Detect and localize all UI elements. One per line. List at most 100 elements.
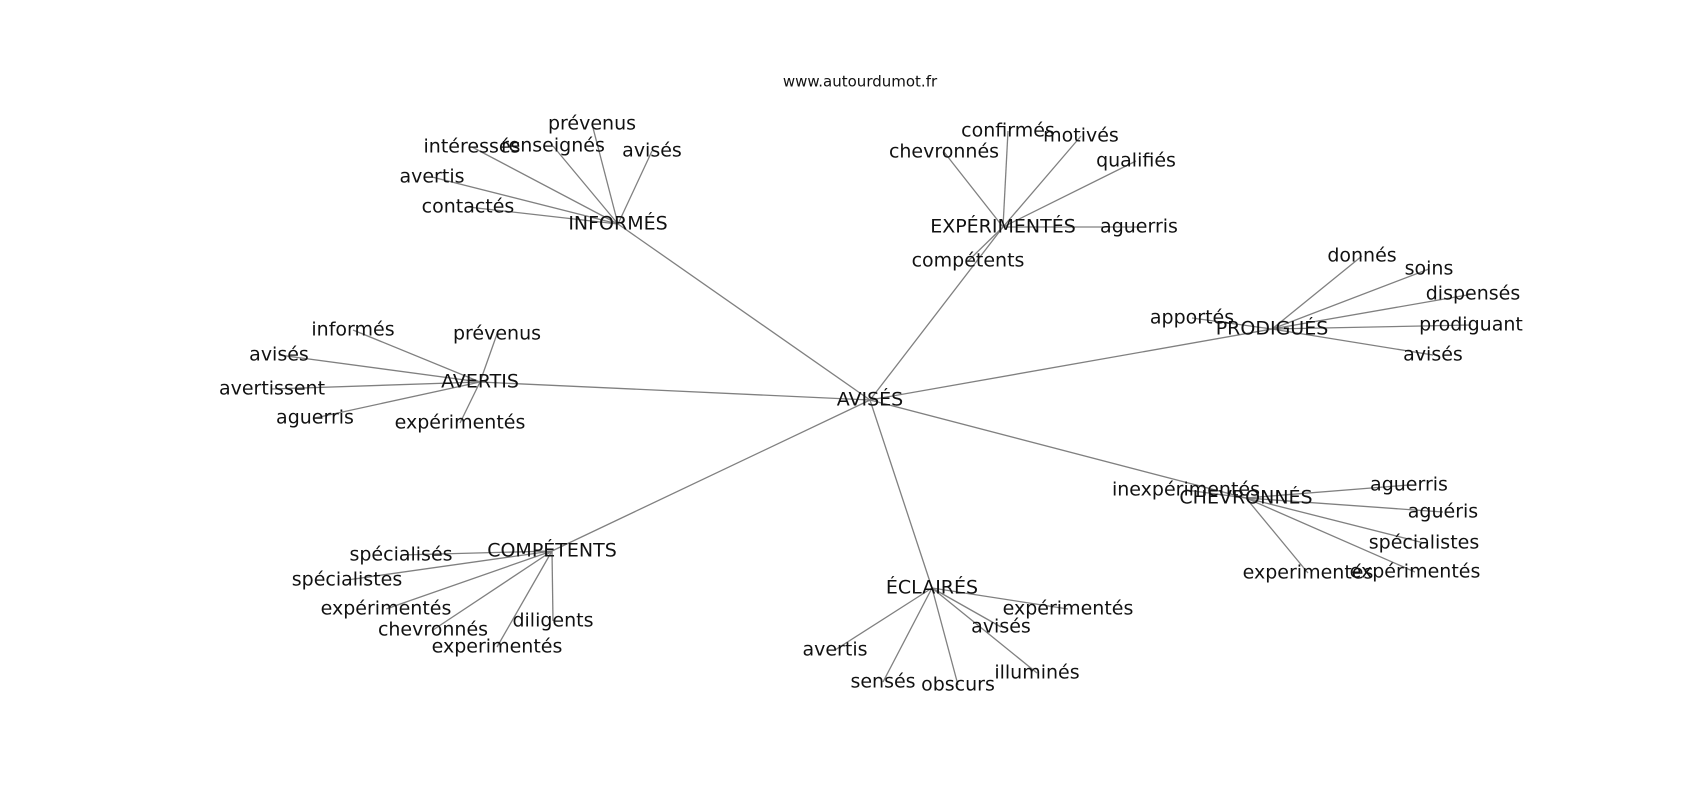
leaf-edge-4-4 [1245,497,1309,574]
leaf-node-label: soins [1405,258,1454,280]
leaf-edge-6-0 [931,587,1069,610]
leaf-node-label: prodiguant [1419,314,1523,336]
leaf-node-label: obscurs [921,674,995,696]
leaf-node-label: experimentés [1243,562,1374,584]
leaf-edge-1-3 [1002,160,1137,228]
leaf-edge-0-0 [591,123,619,225]
leaf-node-label: qualifiés [1096,150,1176,172]
leaf-node-label: apportés [1150,307,1234,329]
leaf-node-label: intéressés [424,136,521,158]
hub-node-label: INFORMÉS [568,212,667,235]
leaf-edge-5-2 [385,550,553,610]
leaf-node-label: diligents [512,610,593,632]
leaf-node-label: spécialistes [292,569,403,591]
leaf-node-label: aguerris [1370,474,1448,496]
leaf-edge-3-5 [459,381,481,424]
leaf-edge-4-5 [1245,497,1416,573]
leaf-node-label: avisés [622,140,682,162]
leaf-node-label: avertis [399,166,464,188]
leaf-node-label: sensés [850,671,915,693]
leaf-edge-0-2 [552,145,619,225]
center-edge-2 [869,328,1273,401]
center-edge-3 [479,381,871,401]
leaf-edge-0-3 [617,150,653,225]
leaf-node-label: avertissent [219,378,325,400]
leaf-node-label: aguéris [1408,501,1478,523]
leaf-node-label: aguerris [1100,216,1178,238]
leaf-node-label: avertis [802,639,867,661]
leaf-edge-3-4 [314,381,481,419]
center-node-label: AVISÉS [837,388,904,411]
leaf-node-label: chevronnés [378,619,488,641]
hub-node-label: ÉCLAIRÉS [886,576,978,599]
leaf-edge-5-1 [346,550,553,581]
leaf-edge-2-0 [1271,255,1363,330]
hub-node-label: EXPÉRIMENTÉS [930,215,1076,238]
leaf-edge-5-0 [400,550,553,556]
leaf-edge-3-2 [278,354,481,383]
leaf-edge-4-3 [1245,497,1425,544]
graph-labels: www.autourdumot.fr AVISÉS INFORMÉS prévenu… [219,73,1523,696]
leaf-edge-5-5 [496,550,553,648]
center-edge-6 [869,399,933,589]
leaf-node-label: spécialisés [349,544,452,566]
leaf-edge-1-0 [1002,130,1009,228]
leaf-node-label: expérimentés [1350,561,1481,583]
leaf-node-label: confirmés [961,120,1055,142]
leaf-node-label: motivés [1043,125,1119,147]
hub-node-label: PRODIGUÉS [1216,317,1329,340]
leaf-edge-1-5 [967,226,1004,262]
leaf-node-label: aguerris [276,407,354,429]
leaf-node-label: prévenus [453,323,541,345]
leaf-edge-0-5 [467,206,619,225]
leaf-edge-2-1 [1271,268,1430,330]
center-edge-0 [617,223,871,401]
leaf-edge-0-1 [471,146,619,225]
leaf-edge-3-0 [352,329,481,383]
center-edge-1 [869,226,1004,401]
leaf-edge-5-4 [551,550,554,622]
leaf-node-label: renseignés [501,135,605,157]
leaf-edge-2-3 [1191,317,1273,330]
leaf-edge-6-5 [931,587,959,686]
leaf-node-label: inexpérimentés [1112,479,1260,501]
leaf-node-label: avisés [249,344,309,366]
leaf-edge-6-4 [882,587,933,683]
leaf-edge-4-1 [1185,489,1247,499]
leaf-edge-3-1 [479,333,498,383]
leaf-edge-1-2 [943,151,1004,228]
leaf-edge-3-3 [271,381,481,390]
leaf-node-label: expérimentés [1003,598,1134,620]
graph-edges [271,123,1474,686]
leaf-edge-2-2 [1271,293,1474,330]
leaf-edge-0-4 [431,176,619,225]
hub-node-label: AVERTIS [441,371,519,393]
leaf-edge-2-4 [1271,324,1472,330]
leaf-node-label: illuminés [994,662,1079,684]
leaf-edge-4-0 [1245,484,1410,499]
leaf-node-label: compétents [912,250,1025,272]
center-edge-5 [551,399,871,552]
leaf-edge-2-5 [1271,328,1434,356]
leaf-node-label: prévenus [548,113,636,135]
leaf-node-label: avisés [971,616,1031,638]
leaf-node-label: chevronnés [889,141,999,163]
leaf-edge-6-1 [931,587,1002,628]
leaf-node-label: expérimentés [395,412,526,434]
leaf-node-label: donnés [1327,245,1396,267]
hub-node-label: CHEVRONNÉS [1179,486,1312,509]
leaf-node-label: dispensés [1426,283,1521,305]
leaf-node-label: avisés [1403,344,1463,366]
leaf-edge-5-3 [432,550,553,631]
leaf-node-label: experimentés [432,636,563,658]
leaf-node-label: spécialistes [1369,532,1480,554]
hub-node-label: COMPÉTENTS [487,539,617,562]
center-edge-4 [869,399,1247,499]
leaf-edge-1-1 [1002,135,1082,228]
leaf-edge-4-2 [1245,497,1444,513]
leaf-edge-6-2 [834,587,933,651]
leaf-node-label: informés [311,319,394,341]
source-label: www.autourdumot.fr [783,73,938,91]
leaf-node-label: contactés [422,196,515,218]
